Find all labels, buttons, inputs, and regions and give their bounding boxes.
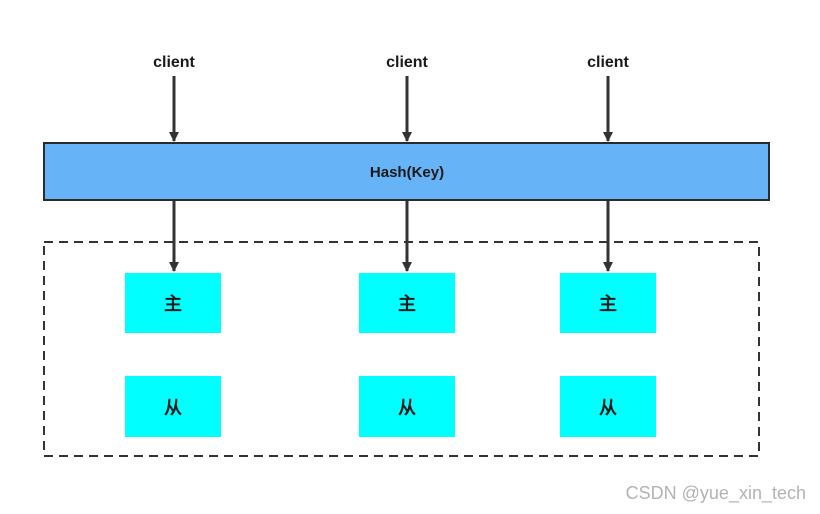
- slave-node-3-label: 从: [599, 398, 617, 419]
- hash-bar-label: Hash(Key): [370, 164, 444, 181]
- master-node-1-label: 主: [164, 293, 182, 315]
- master-node-2: [359, 273, 455, 333]
- slave-node-2: [359, 376, 455, 437]
- client-label-1: client: [153, 54, 195, 71]
- client-label-3: client: [587, 54, 629, 71]
- master-node-3-label: 主: [599, 293, 617, 315]
- slave-node-2-label: 从: [398, 398, 416, 419]
- hash-bar: [43, 142, 770, 201]
- master-node-2-label: 主: [398, 293, 416, 315]
- watermark-text: CSDN @yue_xin_tech: [625, 483, 806, 503]
- slave-node-3: [560, 376, 656, 437]
- master-node-3: [560, 273, 656, 333]
- slave-node-1-label: 从: [164, 398, 182, 419]
- client-label-2: client: [386, 54, 428, 71]
- master-node-1: [125, 273, 221, 333]
- slave-node-1: [125, 376, 221, 437]
